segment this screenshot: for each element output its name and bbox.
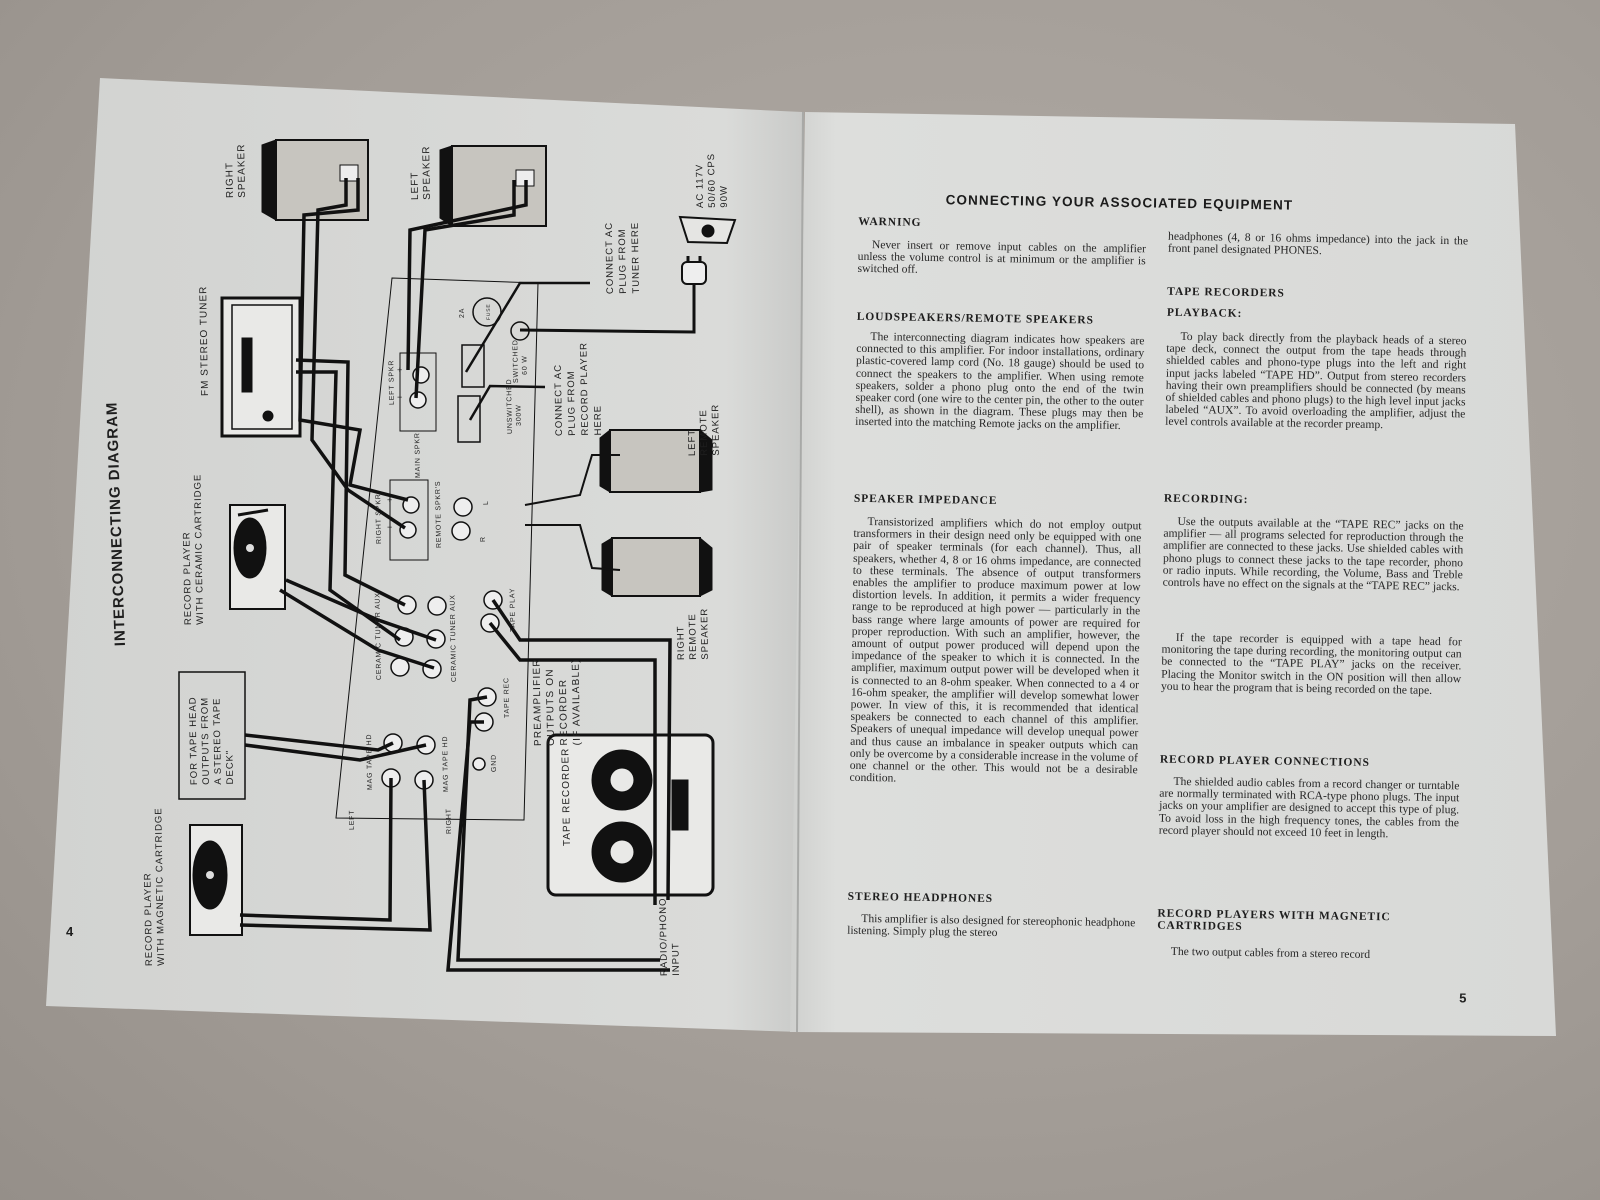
label-right-remote: RIGHTREMOTESPEAKER xyxy=(675,608,711,660)
heading-warning: WARNING xyxy=(858,215,922,229)
right-page-text: CONNECTING YOUR ASSOCIATED EQUIPMENT WAR… xyxy=(791,112,1545,1039)
paragraph: Transistorized amplifiers which do not e… xyxy=(849,515,1142,785)
label-left-remote: LEFTREMOTESPEAKER xyxy=(686,404,722,456)
tape-recorder-icon xyxy=(546,733,715,897)
page-title: CONNECTING YOUR ASSOCIATED EQUIPMENT xyxy=(945,192,1294,213)
paragraph-continued: headphones (4, 8 or 16 ohms impedance) i… xyxy=(1167,229,1469,258)
svg-text:TAPE PLAY: TAPE PLAY xyxy=(509,588,517,632)
label-connect-tuner: CONNECT ACPLUG FROMTUNER HERE xyxy=(604,221,642,294)
right-remote-speaker-icon xyxy=(601,536,713,597)
left-speaker-icon xyxy=(439,145,547,227)
paragraph: If the tape recorder is equipped with a … xyxy=(1160,630,1462,697)
magnetic-turntable-icon xyxy=(189,824,243,936)
label-tape-recorder: TAPE RECORDER xyxy=(560,748,573,847)
switched-outlet xyxy=(461,344,485,388)
label-radio-phono: RADIO/PHONOINPUT xyxy=(658,897,682,976)
svg-text:+: + xyxy=(387,495,393,505)
page-number-left: 4 xyxy=(66,924,74,939)
left-remote-speaker-icon xyxy=(599,428,713,493)
page-number-right: 5 xyxy=(1459,990,1467,1006)
right-speaker-icon xyxy=(261,139,369,221)
heading-loudspeakers: LOUDSPEAKERS/REMOTE SPEAKERS xyxy=(856,310,1094,327)
label-tape-head-box: FOR TAPE HEADOUTPUTS FROMA STEREO TAPEDE… xyxy=(187,696,236,785)
ac-plug-icon xyxy=(519,256,707,334)
heading-tape-recorders: TAPE RECORDERS xyxy=(1167,285,1285,300)
ceramic-turntable-icon xyxy=(229,504,286,610)
paragraph: Never insert or remove input cables on t… xyxy=(857,238,1146,277)
label-fm-tuner: FM STEREO TUNER xyxy=(198,286,211,397)
spine xyxy=(796,111,804,1033)
label-left-speaker: LEFTSPEAKER xyxy=(409,145,433,200)
panel-labels: LEFT SPKR MAIN SPKR RIGHT SPKR REMOTE SP… xyxy=(349,303,529,834)
label-preamp-outputs: PREAMPLIFIEROUTPUTS ONRECORDER(IF AVAILA… xyxy=(531,658,583,747)
svg-text:CERAMIC TUNER AUX: CERAMIC TUNER AUX xyxy=(449,594,458,682)
paragraph: The interconnecting diagram indicates ho… xyxy=(855,330,1145,433)
svg-text:+: + xyxy=(397,365,403,375)
rca-jacks xyxy=(381,497,503,790)
paragraph: Use the outputs available at the “TAPE R… xyxy=(1162,514,1464,594)
svg-text:FUSE: FUSE xyxy=(486,303,492,320)
interconnecting-diagram xyxy=(178,139,737,972)
label-ceramic-player: RECORD PLAYERWITH CERAMIC CARTRIDGE xyxy=(180,474,206,626)
svg-text:TAPE REC: TAPE REC xyxy=(503,677,511,718)
svg-text:RIGHT: RIGHT xyxy=(446,808,453,834)
heading-record-player-connections: RECORD PLAYER CONNECTIONS xyxy=(1159,753,1370,769)
amplifier-panel xyxy=(335,277,539,821)
heading-stereo-headphones: STEREO HEADPHONES xyxy=(847,890,994,906)
heading-speaker-impedance: SPEAKER IMPEDANCE xyxy=(853,492,998,508)
heading-recording: RECORDING: xyxy=(1163,492,1249,507)
svg-text:LEFT: LEFT xyxy=(349,810,356,830)
svg-text:GND: GND xyxy=(491,754,498,772)
svg-text:MAIN SPKR: MAIN SPKR xyxy=(414,432,422,478)
paragraph: The shielded audio cables from a record … xyxy=(1158,774,1460,841)
label-ac-outlet: AC 117V50/60 CPS90W xyxy=(694,153,730,209)
paragraph: The two output cables from a stereo reco… xyxy=(1170,944,1371,961)
label-connect-record-player: CONNECT ACPLUG FROMRECORD PLAYERHERE xyxy=(552,342,604,436)
svg-text:REMOTE SPKR'S: REMOTE SPKR'S xyxy=(435,481,443,548)
fm-tuner-icon xyxy=(220,296,302,438)
svg-text:−: − xyxy=(387,522,393,532)
unswitched-outlet xyxy=(457,395,481,443)
svg-text:2A: 2A xyxy=(459,308,466,318)
svg-text:MAG TAPE HD: MAG TAPE HD xyxy=(366,734,374,791)
label-right-speaker: RIGHTSPEAKER xyxy=(224,143,248,198)
cables xyxy=(239,178,672,972)
right-page xyxy=(790,112,1556,1036)
svg-text:LEFT SPKR: LEFT SPKR xyxy=(388,360,396,405)
paragraph: This amplifier is also designed for ster… xyxy=(847,911,1136,940)
svg-text:UNSWITCHED300W: UNSWITCHED300W xyxy=(506,378,523,434)
svg-text:RIGHT SPKR: RIGHT SPKR xyxy=(375,493,383,544)
label-magnetic-player: RECORD PLAYERWITH MAGNETIC CARTRIDGE xyxy=(141,807,167,966)
svg-text:CERAMIC TUNER AUX: CERAMIC TUNER AUX xyxy=(374,592,383,680)
svg-text:R: R xyxy=(480,536,487,542)
diagram-labels: INTERCONNECTING DIAGRAM RIGHTSPEAKER LEF… xyxy=(66,143,730,976)
heading-playback: PLAYBACK: xyxy=(1166,306,1243,320)
svg-text:−: − xyxy=(397,392,403,402)
paragraph: To play back directly from the playback … xyxy=(1165,329,1467,432)
svg-text:MAG TAPE HD: MAG TAPE HD xyxy=(442,736,450,793)
svg-text:L: L xyxy=(483,500,490,505)
heading-magnetic-cartridges: RECORD PLAYERS WITH MAGNETIC CARTRIDGES xyxy=(1157,907,1391,933)
